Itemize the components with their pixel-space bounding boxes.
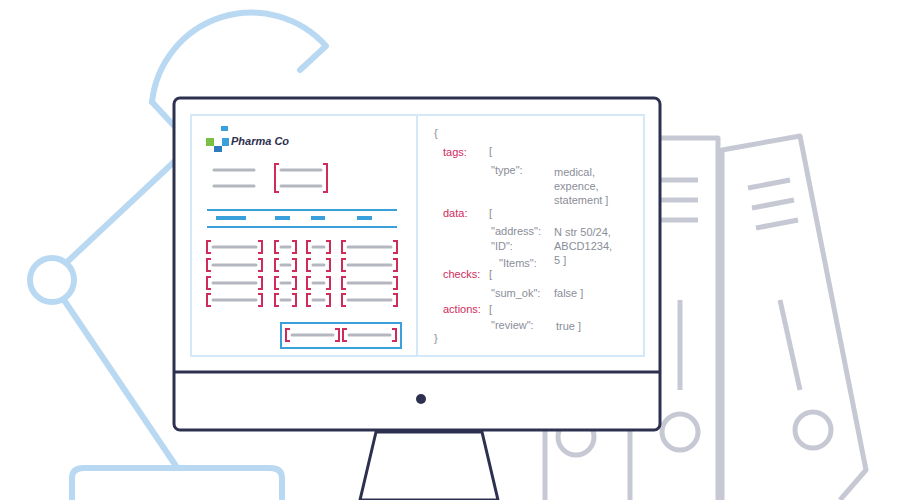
bracket-field: [342, 259, 397, 271]
bracket-field: [275, 164, 327, 192]
json-value: false ]: [554, 286, 583, 300]
json-value: ABCD1234,: [554, 239, 612, 253]
bracket-field: [286, 329, 339, 341]
json-bracket: {: [434, 126, 438, 140]
json-bracket: [: [489, 144, 492, 158]
json-key: tags:: [443, 145, 467, 159]
bracket-field: [207, 294, 262, 306]
bracket-field: [207, 259, 262, 271]
json-value: "review":: [491, 318, 534, 332]
json-value: true ]: [556, 319, 581, 333]
json-key: actions:: [443, 302, 481, 316]
bracket-field: [307, 277, 330, 289]
bracket-field: [307, 294, 330, 306]
bracket-field: [275, 294, 296, 306]
json-key: checks:: [443, 267, 480, 281]
json-value: "sum_ok":: [491, 286, 540, 300]
bracket-field: [342, 277, 397, 289]
json-key: data:: [443, 206, 467, 220]
json-bracket: [: [489, 267, 492, 281]
bracket-field: [342, 294, 397, 306]
json-value: "ID":: [491, 239, 513, 253]
json-bracket: [: [489, 302, 492, 316]
brand-name: Pharma Co: [231, 134, 289, 148]
bracket-field: [275, 277, 296, 289]
json-bracket: [: [489, 206, 492, 220]
document-mockup: [206, 126, 401, 348]
bracket-field: [307, 259, 330, 271]
bracket-field: [275, 241, 296, 253]
json-value: "type":: [491, 163, 523, 177]
json-bracket: }: [434, 331, 438, 345]
monitor: [174, 98, 660, 500]
bracket-field: [343, 329, 396, 341]
json-value: N str 50/24,: [554, 225, 611, 239]
json-value: "Items":: [499, 256, 537, 270]
bracket-field: [275, 259, 296, 271]
bracket-field: [342, 241, 397, 253]
json-value: medical, expence, statement ]: [554, 165, 628, 207]
json-value: 5 ]: [554, 253, 566, 267]
bracket-field: [207, 277, 262, 289]
json-value: "address":: [491, 224, 541, 238]
bracket-field: [307, 241, 330, 253]
bracket-field: [207, 241, 262, 253]
